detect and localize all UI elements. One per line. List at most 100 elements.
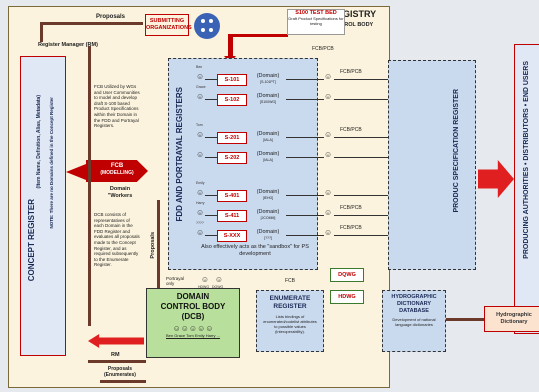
- fdd-register-item[interactable]: S-411: [217, 210, 247, 222]
- dcb-people-names: Ben Grace Tom Emily Harry ...: [166, 333, 220, 338]
- fdd-domain-label: (Domain)[JCOMM]: [256, 209, 280, 220]
- fdd-register-item[interactable]: S-201: [217, 132, 247, 144]
- person-icon: ☺: [196, 150, 205, 159]
- hydrographic-dictionary-box[interactable]: HYDROGRAPHIC DICTIONARY DATABASE Develop…: [382, 290, 446, 352]
- fdd-to-ps-arrow: [334, 79, 390, 80]
- submitting-organizations-box[interactable]: SUBMITTING ORGANIZATIONS: [145, 14, 192, 36]
- proposals-top-label: Proposals: [96, 14, 126, 20]
- ps-register-box[interactable]: PRODUC SPECIFICATION REGISTER: [388, 60, 476, 270]
- distribution-arrow: [478, 160, 514, 198]
- person-icon: ☺: [196, 92, 205, 101]
- hydrographic-dictionary-right-label: Hydrographic Dictionary: [496, 312, 532, 325]
- fdd-to-ps-arrow: [334, 157, 390, 158]
- fdd-connector: [205, 157, 217, 158]
- dcb-description: DCB consists of representatives of each …: [94, 212, 140, 268]
- fdd-connector: [205, 195, 217, 196]
- fdd-to-ps-arrow: [334, 195, 390, 196]
- ps-register-title: PRODUC SPECIFICATION REGISTER: [453, 89, 460, 213]
- dcb-left-red-arrow: [88, 334, 144, 348]
- fdd-to-ps-line: [286, 99, 324, 100]
- proposals-vertical-label: Proposals: [150, 232, 156, 259]
- fdd-to-ps-arrow: [334, 215, 390, 216]
- fcb-pcb-label: FCB/PCB: [340, 127, 362, 133]
- fdd-domain-label: (Domain)[IEHG]: [256, 189, 280, 200]
- hydrographic-dictionary-title: HYDROGRAPHIC DICTIONARY DATABASE: [391, 294, 437, 314]
- hydrographic-dictionary-text: Development of national language diction…: [392, 317, 436, 327]
- fdd-right-person-icon: ☺: [324, 130, 333, 139]
- end-users-title: PRODUCING AUTHORITIES • DISTRIBUTORS • E…: [523, 61, 530, 259]
- test-bed-subtitle: Draft Product Specifications for testing: [288, 16, 344, 26]
- fdd-to-ps-line: [286, 157, 324, 158]
- fdd-person-name: ????: [196, 221, 204, 225]
- test-bed-title: S100 TEST BED: [295, 10, 337, 16]
- domain-workers-label: Domain "Workers: [107, 186, 133, 199]
- concept-register-title: CONCEPT REGISTER: [27, 199, 36, 282]
- person-icon: ☺: [196, 72, 205, 81]
- register-manager-label: Register Manager (RM): [38, 42, 98, 48]
- person-icon: ☺: [196, 228, 205, 237]
- enumerate-register-box[interactable]: ENUMERATE REGISTER Lists bindings of enu…: [256, 290, 324, 352]
- hydrographic-dictionary-right-box[interactable]: Hydrographic Dictionary: [484, 306, 539, 332]
- fdd-to-ps-line: [286, 215, 324, 216]
- fdd-register-item[interactable]: S-401: [217, 190, 247, 202]
- fdd-to-ps-line: [286, 235, 324, 236]
- dqwg-box[interactable]: DQWG: [330, 268, 364, 282]
- fdd-right-person-icon: ☺: [324, 150, 333, 159]
- fdd-register-title: FDD AND PORTRAYAL REGISTERS: [175, 87, 184, 222]
- fcb-modelling-left-arrow: [66, 164, 86, 180]
- fcb-modelling-arrow[interactable]: FCB (MODELLING): [86, 160, 148, 182]
- fdd-domain-label: (Domain)[IALA]: [256, 131, 280, 142]
- proposals-vertical-arrow: [157, 200, 160, 288]
- enumerate-register-title: ENUMERATE REGISTER: [269, 295, 311, 310]
- fdd-connector: [205, 235, 217, 236]
- fcb-modelling-label: FCB: [110, 163, 124, 169]
- fdd-person-name: Tom: [196, 123, 203, 127]
- fcb-description: FCB Utilized by WGs and User Communities…: [94, 84, 140, 129]
- concept-register-note: NOTE: There are no Domains defined in th…: [49, 97, 54, 229]
- rm-label: RM: [111, 352, 120, 358]
- fdd-to-ps-arrow: [334, 99, 390, 100]
- fdd-person-name: Emily: [196, 181, 205, 185]
- proposals-top-arrow: [40, 22, 143, 25]
- fdd-register-item[interactable]: S-101: [217, 74, 247, 86]
- test-bed-box[interactable]: S100 TEST BED Draft Product Specificatio…: [287, 9, 345, 35]
- fdd-domain-label: (Domain)[IALA]: [256, 151, 280, 162]
- fcb-small-label: FCB: [285, 278, 295, 284]
- dcb-box[interactable]: DOMAIN CONTROL BODY (DCB) ☺☺☺☺☺ Ben Grac…: [146, 288, 240, 358]
- fdd-domain-label: (Domain)[???]: [256, 229, 280, 240]
- submitting-organizations-label: SUBMITTING ORGANIZATIONS: [146, 18, 192, 31]
- fdd-register-item[interactable]: S-102: [217, 94, 247, 106]
- testbed-red-path: [228, 34, 288, 37]
- fdd-to-ps-line: [286, 137, 324, 138]
- dcb-title: DOMAIN CONTROL BODY (DCB): [160, 292, 226, 321]
- fdd-register-item[interactable]: S-202: [217, 152, 247, 164]
- hdwg-person-icon: ☺: [200, 274, 210, 284]
- enumerate-register-text: Lists bindings of enumerated/codelist at…: [263, 314, 317, 334]
- concept-register-box[interactable]: CONCEPT REGISTER (Item Name, Definition,…: [20, 56, 66, 356]
- proposals-top-arrow-down: [40, 22, 43, 42]
- concept-register-subtitle: (Item Name, Definition, Alias, Metadata): [36, 95, 42, 189]
- dcb-people-icons: ☺☺☺☺☺: [172, 324, 214, 333]
- hdwg-box[interactable]: HDWG: [330, 290, 364, 304]
- fdd-register-item[interactable]: S-XXX: [217, 230, 247, 242]
- organizations-icon: [194, 13, 220, 39]
- dqwg-person-icon: ☺: [214, 274, 224, 284]
- fdd-to-ps-line: [286, 195, 324, 196]
- left-brown-line: [88, 46, 91, 326]
- hydro-to-right-arrow: [446, 318, 484, 321]
- fcb-modelling-sub: (MODELLING): [100, 170, 134, 176]
- sandbox-note: Also effectively acts as the "sandbox" f…: [201, 244, 309, 257]
- end-users-box[interactable]: PRODUCING AUTHORITIES • DISTRIBUTORS • E…: [514, 44, 539, 334]
- fdd-person-name: Harry: [196, 201, 205, 205]
- person-icon: ☺: [196, 188, 205, 197]
- fdd-right-person-icon: ☺: [324, 208, 333, 217]
- fdd-person-name: Ben: [196, 65, 203, 69]
- fdd-right-person-icon: ☺: [324, 92, 333, 101]
- person-icon: ☺: [196, 130, 205, 139]
- fdd-to-ps-arrow: [334, 235, 390, 236]
- fdd-right-person-icon: ☺: [324, 72, 333, 81]
- fdd-connector: [205, 79, 217, 80]
- fcb-pcb-label: FCB/PCB: [340, 69, 362, 75]
- hdwg-person-label: HDWG: [198, 285, 210, 289]
- fdd-right-person-icon: ☺: [324, 228, 333, 237]
